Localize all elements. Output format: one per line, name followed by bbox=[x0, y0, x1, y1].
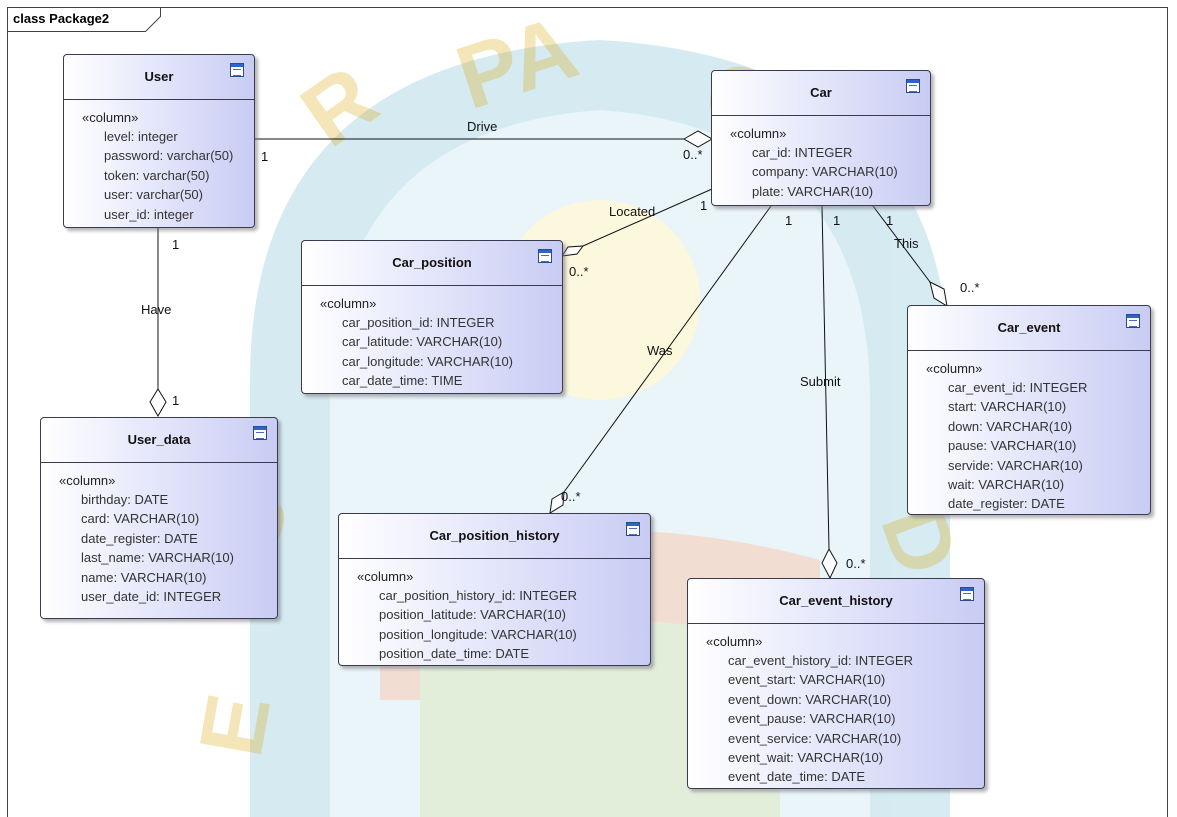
class-user-data[interactable]: User_data «column» birthday: DATE card: … bbox=[40, 417, 278, 619]
class-car-position-history-attribute: position_latitude: VARCHAR(10) bbox=[379, 607, 566, 623]
class-car-event-history-attribute: event_date_time: DATE bbox=[728, 769, 866, 785]
drive-target-multiplicity: 0..* bbox=[683, 147, 703, 162]
this-source-multiplicity: 1 bbox=[886, 213, 894, 228]
class-icon bbox=[1126, 314, 1140, 328]
was-label: Was bbox=[647, 343, 673, 358]
class-user-stereotype: «column» bbox=[82, 110, 139, 125]
class-car-position-attribute: car_position_id: INTEGER bbox=[342, 315, 495, 330]
class-car-event-attribute: date_register: DATE bbox=[948, 496, 1065, 512]
class-user-title: User bbox=[64, 55, 254, 100]
class-car-event-history-attribute: event_down: VARCHAR(10) bbox=[728, 691, 892, 707]
class-car-position-attribute: car_longitude: VARCHAR(10) bbox=[342, 353, 513, 369]
class-car-position-stereotype: «column» bbox=[320, 296, 377, 311]
class-car-position-attribute: car_latitude: VARCHAR(10) bbox=[342, 334, 503, 350]
class-car-position-history-stereotype: «column» bbox=[357, 569, 414, 584]
class-user-data-attribute: card: VARCHAR(10) bbox=[81, 511, 200, 527]
submit-label: Submit bbox=[800, 374, 841, 389]
class-car-event-title: Car_event bbox=[908, 306, 1150, 351]
class-icon bbox=[626, 522, 640, 536]
class-car-event-attribute: servide: VARCHAR(10) bbox=[948, 457, 1083, 473]
located-source-multiplicity: 1 bbox=[700, 198, 708, 213]
class-icon bbox=[230, 63, 244, 77]
drive-source-multiplicity: 1 bbox=[261, 149, 269, 164]
class-user-data-attribute: name: VARCHAR(10) bbox=[81, 569, 207, 585]
class-car-position-attribute: car_date_time: TIME bbox=[342, 373, 463, 389]
have-source-multiplicity: 1 bbox=[172, 237, 180, 252]
class-car-position-title: Car_position bbox=[302, 241, 562, 286]
class-user-attribute: level: integer bbox=[104, 129, 178, 144]
class-car-position-history-attribute: position_date_time: DATE bbox=[379, 646, 530, 662]
class-car-event-history-attribute: car_event_history_id: INTEGER bbox=[728, 653, 913, 668]
was-source-multiplicity: 1 bbox=[785, 213, 793, 228]
class-icon bbox=[906, 79, 920, 93]
class-car-event-attribute: wait: VARCHAR(10) bbox=[948, 477, 1065, 493]
class-car-event-history[interactable]: Car_event_history «column» car_event_his… bbox=[687, 578, 985, 789]
located-target-multiplicity: 0..* bbox=[569, 264, 589, 279]
class-car-event-history-stereotype: «column» bbox=[706, 634, 763, 649]
class-icon bbox=[253, 426, 267, 440]
class-car-attribute: car_id: INTEGER bbox=[752, 145, 853, 160]
class-user-attribute: password: varchar(50) bbox=[104, 148, 234, 164]
submit-source-multiplicity: 1 bbox=[833, 213, 841, 228]
class-car-position[interactable]: Car_position «column» car_position_id: I… bbox=[301, 240, 563, 394]
class-car-title: Car bbox=[712, 71, 930, 116]
class-user-data-stereotype: «column» bbox=[59, 473, 116, 488]
class-user-data-attribute: last_name: VARCHAR(10) bbox=[81, 550, 234, 566]
class-car-event-history-title: Car_event_history bbox=[688, 579, 984, 624]
this-target-multiplicity: 0..* bbox=[960, 280, 980, 295]
class-user[interactable]: User «column» level: integer password: v… bbox=[63, 54, 255, 228]
class-car-event-history-attribute: event_start: VARCHAR(10) bbox=[728, 672, 886, 688]
class-car-position-history[interactable]: Car_position_history «column» car_positi… bbox=[338, 513, 651, 666]
class-car-event-attribute: down: VARCHAR(10) bbox=[948, 418, 1073, 434]
class-user-data-attribute: date_register: DATE bbox=[81, 530, 198, 546]
class-car-event-history-attribute: event_service: VARCHAR(10) bbox=[728, 730, 902, 746]
class-user-attribute: user_id: integer bbox=[104, 206, 194, 222]
class-car-event[interactable]: Car_event «column» car_event_id: INTEGER… bbox=[907, 305, 1151, 515]
class-car-event-attribute: start: VARCHAR(10) bbox=[948, 399, 1067, 415]
have-label: Have bbox=[141, 302, 172, 317]
class-car-attribute: company: VARCHAR(10) bbox=[752, 164, 898, 180]
class-car-event-stereotype: «column» bbox=[926, 361, 983, 376]
package-title: class Package2 bbox=[13, 11, 110, 26]
class-car-position-history-title: Car_position_history bbox=[339, 514, 650, 559]
was-target-multiplicity: 0..* bbox=[561, 489, 581, 504]
have-target-multiplicity: 1 bbox=[172, 393, 180, 408]
class-user-data-attribute: user_date_id: INTEGER bbox=[81, 589, 222, 605]
class-car-event-history-attribute: event_pause: VARCHAR(10) bbox=[728, 711, 896, 727]
class-user-attribute: token: varchar(50) bbox=[104, 167, 210, 183]
class-car-position-history-attribute: position_longitude: VARCHAR(10) bbox=[379, 626, 577, 642]
drive-label: Drive bbox=[467, 119, 498, 134]
class-user-data-attribute: birthday: DATE bbox=[81, 492, 169, 507]
class-user-attribute: user: varchar(50) bbox=[104, 187, 203, 203]
class-icon bbox=[960, 587, 974, 601]
class-car[interactable]: Car «column» car_id: INTEGER company: VA… bbox=[711, 70, 931, 206]
class-car-event-attribute: pause: VARCHAR(10) bbox=[948, 438, 1077, 454]
class-car-event-attribute: car_event_id: INTEGER bbox=[948, 380, 1088, 395]
submit-target-multiplicity: 0..* bbox=[846, 556, 866, 571]
located-label: Located bbox=[609, 204, 656, 219]
class-car-position-history-attribute: car_position_history_id: INTEGER bbox=[379, 588, 577, 603]
class-car-event-history-attribute: event_wait: VARCHAR(10) bbox=[728, 750, 884, 766]
class-car-stereotype: «column» bbox=[730, 126, 787, 141]
this-label: This bbox=[894, 236, 919, 251]
class-user-data-title: User_data bbox=[41, 418, 277, 463]
class-icon bbox=[538, 249, 552, 263]
class-car-attribute: plate: VARCHAR(10) bbox=[752, 183, 874, 199]
